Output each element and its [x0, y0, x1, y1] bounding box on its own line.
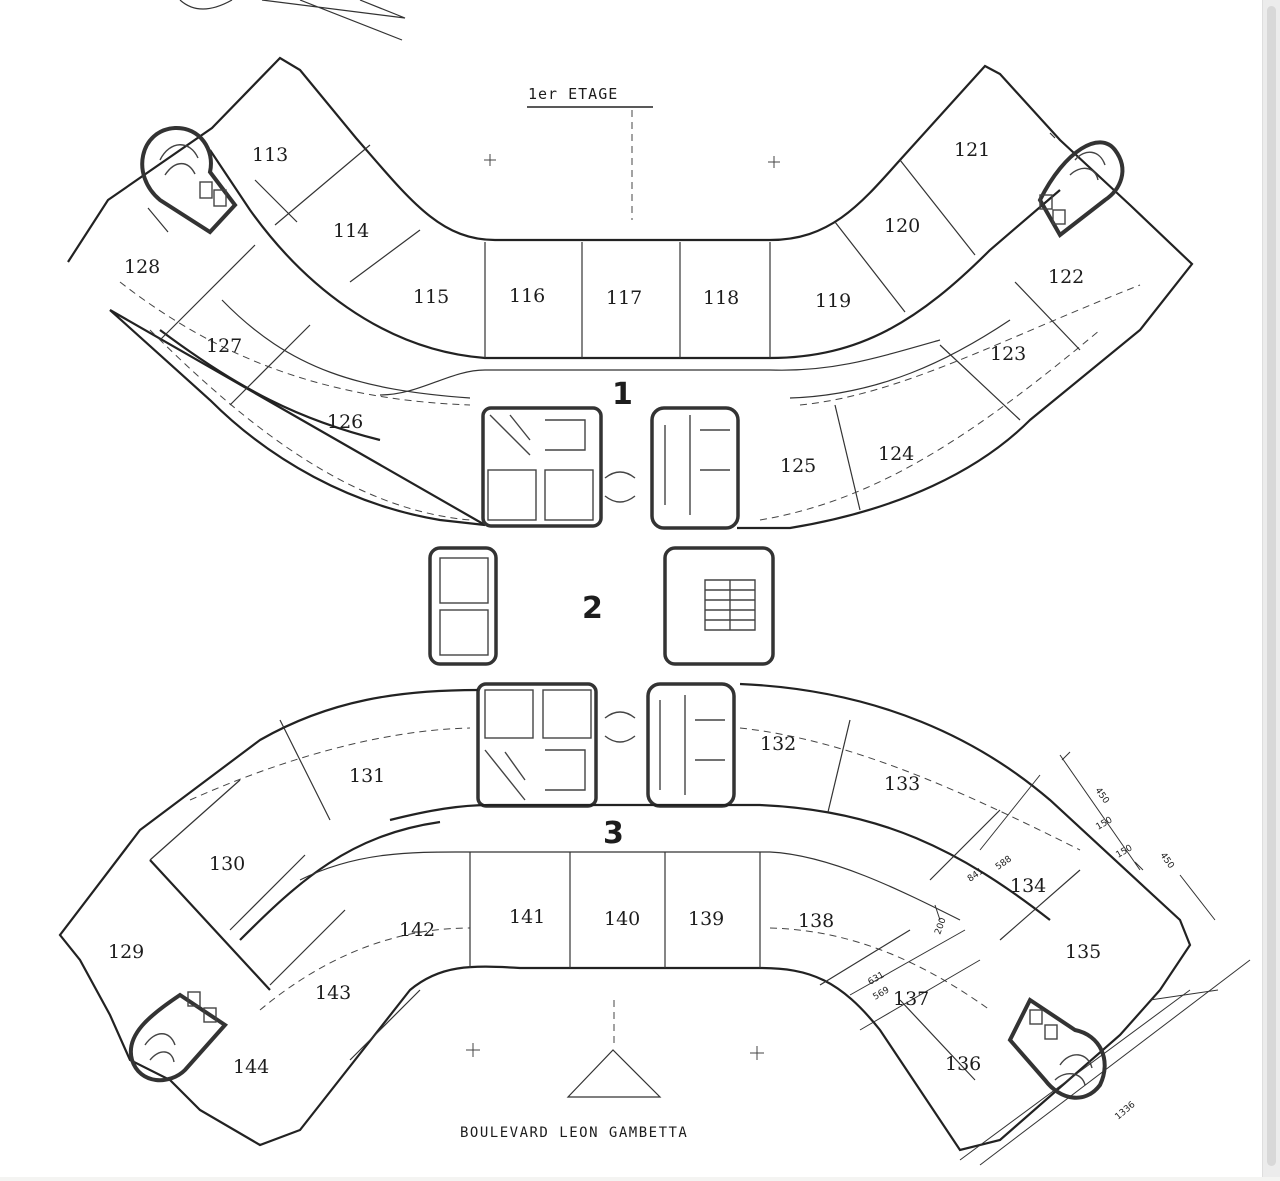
room-label: 140 — [604, 908, 640, 930]
room-labels: 113 114 115 116 117 118 119 120 121 122 … — [108, 139, 1101, 1078]
north-wing — [67, 56, 1194, 530]
room-label: 127 — [206, 335, 242, 357]
dimension-label: 588 — [994, 854, 1014, 872]
room-label: 124 — [878, 443, 914, 465]
room-label: 138 — [798, 910, 834, 932]
room-label: 139 — [688, 908, 724, 930]
room-label: 122 — [1048, 266, 1084, 288]
stair-tower-ne — [1037, 140, 1125, 238]
floor-title: 1er ETAGE — [527, 85, 653, 108]
room-label: 133 — [884, 773, 920, 795]
vertical-scrollbar[interactable] — [1262, 0, 1280, 1177]
room-label: 118 — [703, 287, 739, 309]
room-label: 116 — [509, 285, 545, 307]
room-label: 142 — [399, 919, 435, 941]
central-cores — [428, 406, 775, 808]
dimension-label: 200 — [933, 916, 948, 936]
room-label: 121 — [954, 139, 990, 161]
floor-title-text: 1er ETAGE — [528, 85, 618, 103]
dimension-label: 569 — [872, 985, 892, 1002]
room-label: 144 — [233, 1056, 269, 1078]
dimension-label: 450 — [1093, 786, 1111, 806]
room-label: 126 — [327, 411, 363, 433]
south-wing — [58, 682, 1192, 1152]
core-label: 1 — [612, 377, 633, 412]
room-label: 141 — [509, 906, 545, 928]
room-label: 115 — [413, 286, 449, 308]
room-label: 132 — [760, 733, 796, 755]
room-label: 134 — [1010, 875, 1046, 897]
room-label: 128 — [124, 256, 160, 278]
room-label: 114 — [333, 220, 369, 242]
room-label: 135 — [1065, 941, 1101, 963]
room-label: 143 — [315, 982, 351, 1004]
stair-tower-nw — [140, 125, 238, 235]
stair-tower-sw — [128, 991, 229, 1083]
core-labels: 1 2 3 — [582, 377, 633, 851]
room-label: 117 — [606, 287, 642, 309]
dimension-label: 1336 — [1114, 1100, 1138, 1123]
room-label: 119 — [815, 290, 851, 312]
dimension-label: 841 — [966, 866, 986, 884]
entrance-triangle — [566, 1049, 662, 1098]
scrollbar-thumb[interactable] — [1267, 6, 1276, 1166]
room-label: 130 — [209, 853, 245, 875]
street-label: BOULEVARD LEON GAMBETTA — [460, 1125, 688, 1141]
dimension-label: 631 — [867, 970, 887, 987]
dimension-lines — [849, 751, 1251, 1166]
room-label: 137 — [893, 988, 929, 1010]
stair-tower-se — [1007, 997, 1107, 1100]
dimension-label: 450 — [1158, 851, 1176, 871]
north-arrow — [179, 0, 406, 41]
room-label: 123 — [990, 343, 1026, 365]
room-label: 125 — [780, 455, 816, 477]
room-label: 129 — [108, 941, 144, 963]
core-label: 2 — [582, 591, 603, 626]
room-label: 113 — [252, 144, 288, 166]
room-label: 136 — [945, 1053, 981, 1075]
room-label: 131 — [349, 765, 385, 787]
room-label: 120 — [884, 215, 920, 237]
survey-marks — [466, 154, 780, 1060]
core-label: 3 — [603, 816, 624, 851]
